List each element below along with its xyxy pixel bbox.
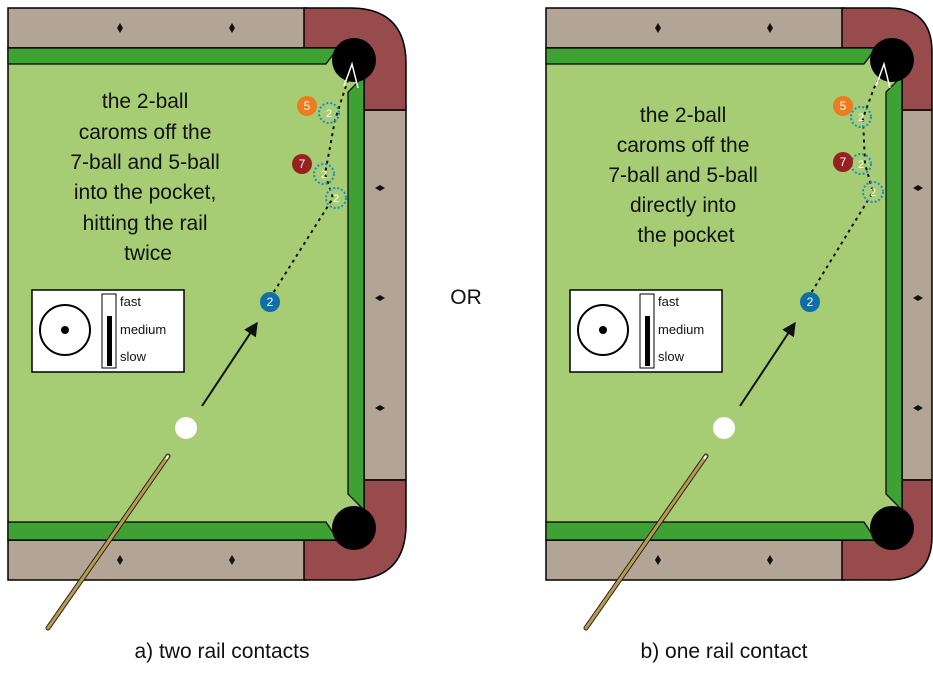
- ball-number: 7: [299, 157, 306, 171]
- caption-b: b) one rail contact: [641, 640, 808, 663]
- ball-2: 2: [800, 292, 820, 312]
- speed-fill: [107, 316, 112, 366]
- description-line: directly into: [630, 194, 736, 217]
- ball-7: 7: [833, 152, 853, 172]
- description-line: hitting the rail: [83, 212, 208, 235]
- ball-2: 2: [260, 292, 280, 312]
- top-rail-wood: [8, 8, 306, 48]
- speed-label-slow: slow: [120, 349, 147, 364]
- top-rail-wood: [546, 8, 844, 48]
- bottom-right-pocket: [870, 506, 914, 550]
- description-line: 7-ball and 5-ball: [608, 164, 757, 187]
- top-cushion: [8, 48, 338, 64]
- ball-number: 5: [840, 99, 847, 113]
- ball-number: 5: [304, 99, 311, 113]
- bottom-cushion: [8, 522, 338, 540]
- ghost-ball-label: 2: [321, 169, 327, 181]
- description-line: caroms off the: [617, 134, 750, 157]
- bottom-cushion: [546, 522, 876, 540]
- speed-spin-box-a: fast medium slow: [32, 290, 184, 372]
- panel-a: the 2-ball caroms off the 7-ball and 5-b…: [8, 8, 406, 663]
- ball-5: 5: [833, 96, 853, 116]
- speed-spin-box-b: fast medium slow: [570, 290, 722, 372]
- panel-b: the 2-ball caroms off the 7-ball and 5-b…: [546, 8, 932, 663]
- bottom-rail-wood: [8, 540, 306, 580]
- spin-dot-icon: [599, 326, 607, 334]
- cue-ball: [175, 417, 197, 439]
- bottom-rail-wood: [546, 540, 844, 580]
- description-line: the pocket: [638, 224, 735, 247]
- bottom-right-pocket: [332, 506, 376, 550]
- speed-label-slow: slow: [658, 349, 685, 364]
- top-right-pocket: [870, 38, 914, 82]
- or-separator: OR: [450, 286, 482, 309]
- right-cushion: [348, 76, 364, 510]
- speed-fill: [645, 316, 650, 366]
- ball-number: 2: [267, 295, 274, 309]
- description-line: caroms off the: [79, 121, 212, 144]
- top-cushion: [546, 48, 876, 64]
- speed-label-fast: fast: [658, 294, 679, 309]
- ghost-ball-label: 2: [858, 159, 864, 171]
- ghost-ball-label: 2: [870, 187, 876, 199]
- ghost-ball-label: 2: [333, 193, 339, 205]
- ball-5: 5: [297, 96, 317, 116]
- right-cushion: [886, 76, 902, 510]
- cue-ball: [713, 417, 735, 439]
- top-right-pocket: [332, 38, 376, 82]
- ghost-ball-label: 2: [858, 112, 864, 124]
- description-line: the 2-ball: [640, 104, 726, 127]
- ball-number: 2: [807, 295, 814, 309]
- spin-dot-icon: [61, 326, 69, 334]
- description-line: 7-ball and 5-ball: [70, 151, 219, 174]
- ball-7: 7: [292, 154, 312, 174]
- description-line: the 2-ball: [102, 90, 188, 113]
- description-line: into the pocket,: [74, 181, 216, 204]
- ball-number: 7: [840, 155, 847, 169]
- right-rail-wood: [364, 110, 406, 480]
- description-line: twice: [124, 242, 172, 265]
- caption-a: a) two rail contacts: [134, 640, 309, 663]
- speed-label-medium: medium: [120, 322, 166, 337]
- speed-label-medium: medium: [658, 322, 704, 337]
- ghost-ball-label: 2: [326, 108, 332, 120]
- speed-label-fast: fast: [120, 294, 141, 309]
- right-rail-wood: [902, 110, 932, 480]
